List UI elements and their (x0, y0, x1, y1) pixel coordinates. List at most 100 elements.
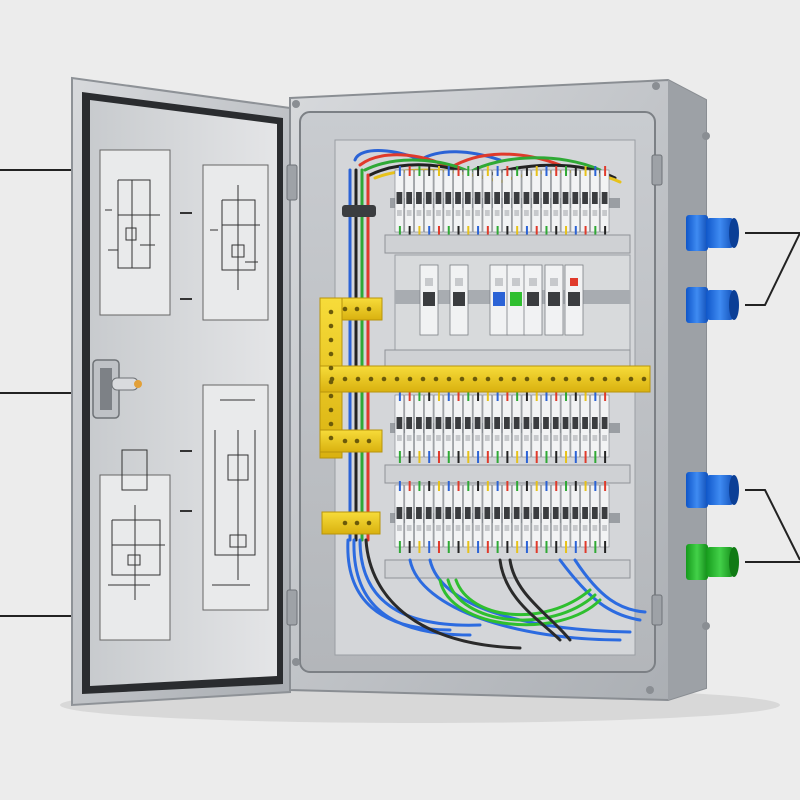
cable-gland-blue-2 (686, 287, 739, 323)
breaker-module (521, 391, 532, 463)
breaker-module (599, 481, 610, 553)
door-latch[interactable] (92, 359, 142, 419)
breaker-module (394, 481, 405, 553)
breaker-module (531, 391, 541, 463)
breaker-module (521, 481, 532, 553)
cable-glands (686, 215, 739, 580)
breaker-module (472, 166, 483, 238)
breaker-module (551, 391, 561, 463)
breaker-row-middle (390, 391, 620, 463)
breaker-module (472, 391, 483, 463)
breaker-module (560, 481, 571, 553)
breaker-module (531, 166, 541, 238)
breaker-module (424, 391, 434, 463)
breaker-module (590, 481, 600, 553)
cable-duct-4 (384, 559, 631, 579)
breaker-module (599, 166, 610, 238)
breaker-module (443, 391, 453, 463)
breaker-module (511, 391, 522, 463)
breaker-module (590, 166, 600, 238)
circuit-breaker-device (506, 264, 526, 336)
schematic-sheet-2 (180, 164, 269, 321)
breaker-module (599, 391, 610, 463)
breaker-module (580, 166, 590, 238)
breaker-module (463, 391, 473, 463)
circuit-breaker-device (564, 264, 584, 336)
breaker-module (443, 166, 453, 238)
breaker-module (463, 166, 473, 238)
breaker-module (580, 391, 590, 463)
breaker-module (414, 481, 424, 553)
breaker-module (560, 391, 571, 463)
breaker-module (482, 481, 493, 553)
breaker-module (453, 481, 463, 553)
breaker-module (560, 166, 571, 238)
schematic-sheet-3 (99, 449, 171, 641)
circuit-breaker-device (489, 264, 509, 336)
breaker-module (433, 166, 444, 238)
schematic-sheet-1 (99, 149, 171, 316)
schematic-sheet-4 (180, 384, 269, 611)
cables-bottom (346, 538, 647, 650)
cable-duct-2 (384, 349, 631, 367)
breaker-row-top (390, 166, 620, 238)
hinges (286, 154, 663, 626)
callout-lines (0, 169, 800, 617)
breaker-module (404, 391, 414, 463)
busbar-assembly (319, 297, 651, 535)
breaker-module (551, 481, 561, 553)
breaker-row-bottom (390, 481, 620, 553)
circuit-breaker-device (419, 264, 439, 336)
breaker-module (404, 166, 414, 238)
breaker-module (492, 481, 502, 553)
breaker-module (580, 481, 590, 553)
breaker-module (424, 481, 434, 553)
breaker-module (531, 481, 541, 553)
circuit-breaker-device (523, 264, 543, 336)
breaker-module (541, 391, 551, 463)
breaker-module (492, 166, 502, 238)
breaker-module (492, 391, 502, 463)
cabinet-side-face (668, 80, 706, 700)
cable-duct-3 (384, 464, 631, 484)
cable-clamp (342, 205, 376, 217)
breaker-module (453, 166, 463, 238)
breaker-module (414, 391, 424, 463)
breaker-module (502, 481, 512, 553)
cable-duct-1 (384, 234, 631, 254)
breaker-module (472, 481, 483, 553)
breaker-module (511, 481, 522, 553)
breaker-module (453, 391, 463, 463)
cable-gland-blue-3 (686, 472, 739, 508)
cabinet-door[interactable] (71, 76, 291, 707)
breaker-module (424, 166, 434, 238)
cable-gland-green (686, 544, 739, 580)
breaker-module (463, 481, 473, 553)
breaker-module (502, 391, 512, 463)
breaker-module (502, 166, 512, 238)
breaker-module (511, 166, 522, 238)
breaker-module (394, 166, 405, 238)
breaker-module (590, 391, 600, 463)
circuit-breaker-device (544, 264, 564, 336)
corner-screws (292, 82, 710, 694)
breaker-module (433, 481, 444, 553)
breaker-module (433, 391, 444, 463)
cable-gland-blue-1 (686, 215, 739, 251)
circuit-breaker-device (449, 264, 469, 336)
breaker-module (482, 391, 493, 463)
breaker-module (541, 481, 551, 553)
breaker-module (570, 391, 580, 463)
breaker-module (551, 166, 561, 238)
breaker-module (570, 481, 580, 553)
breaker-module (443, 481, 453, 553)
breaker-module (482, 166, 493, 238)
breaker-module (394, 391, 405, 463)
breaker-module (414, 166, 424, 238)
breaker-module (521, 166, 532, 238)
middle-device-row (394, 254, 631, 351)
breaker-module (541, 166, 551, 238)
breaker-module (570, 166, 580, 238)
breaker-module (404, 481, 414, 553)
